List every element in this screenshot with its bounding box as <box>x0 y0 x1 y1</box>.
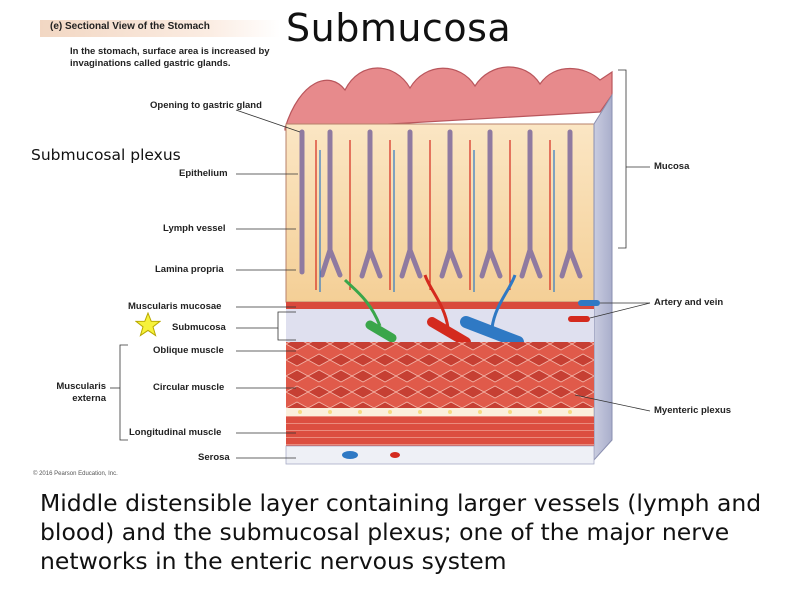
label-myenteric-plexus: Myenteric plexus <box>654 405 732 416</box>
label-artery-and-vein: Artery and vein <box>654 297 724 308</box>
copyright-notice: © 2016 Pearson Education, Inc. <box>33 471 118 477</box>
label-oblique-muscle: Oblique muscle <box>153 345 224 356</box>
submucosal-plexus-label: Submucosal plexus <box>31 146 181 164</box>
circular-muscle-band <box>286 360 594 408</box>
block-side-face <box>593 93 613 462</box>
capillaries <box>315 140 551 290</box>
label-epithelium: Epithelium <box>179 168 228 179</box>
figure-intro-text: In the stomach, surface area is increase… <box>70 46 270 69</box>
figure-caption-bar <box>40 20 280 37</box>
label-muscularis-mucosae: Muscularis mucosae <box>128 301 222 312</box>
slide-title: Submucosa <box>286 6 512 50</box>
serosa-band <box>285 445 595 465</box>
label-submucosa: Submucosa <box>172 322 226 333</box>
longitudinal-muscle-band <box>286 416 594 446</box>
label-longitudinal-muscle: Longitudinal muscle <box>129 427 222 438</box>
slide-description: Middle distensible layer containing larg… <box>40 489 762 575</box>
label-mucosa: Mucosa <box>654 161 690 172</box>
label-opening-gastric-gland: Opening to gastric gland <box>150 100 262 111</box>
label-muscularis-externa: Muscularis externa <box>56 381 106 404</box>
submucosal-vessels <box>343 274 600 348</box>
star-icon <box>135 312 161 337</box>
gastric-glands <box>299 129 583 279</box>
left-leader-lines <box>110 109 301 459</box>
right-leader-lines <box>574 69 651 412</box>
figure-caption: (e) Sectional View of the Stomach <box>50 21 210 32</box>
mucosal-folds <box>284 66 613 131</box>
label-lymph-vessel: Lymph vessel <box>163 223 226 234</box>
label-lamina-propria: Lamina propria <box>155 264 224 275</box>
label-serosa: Serosa <box>198 452 230 463</box>
label-circular-muscle: Circular muscle <box>153 382 225 393</box>
oblique-muscle-band <box>286 342 594 360</box>
